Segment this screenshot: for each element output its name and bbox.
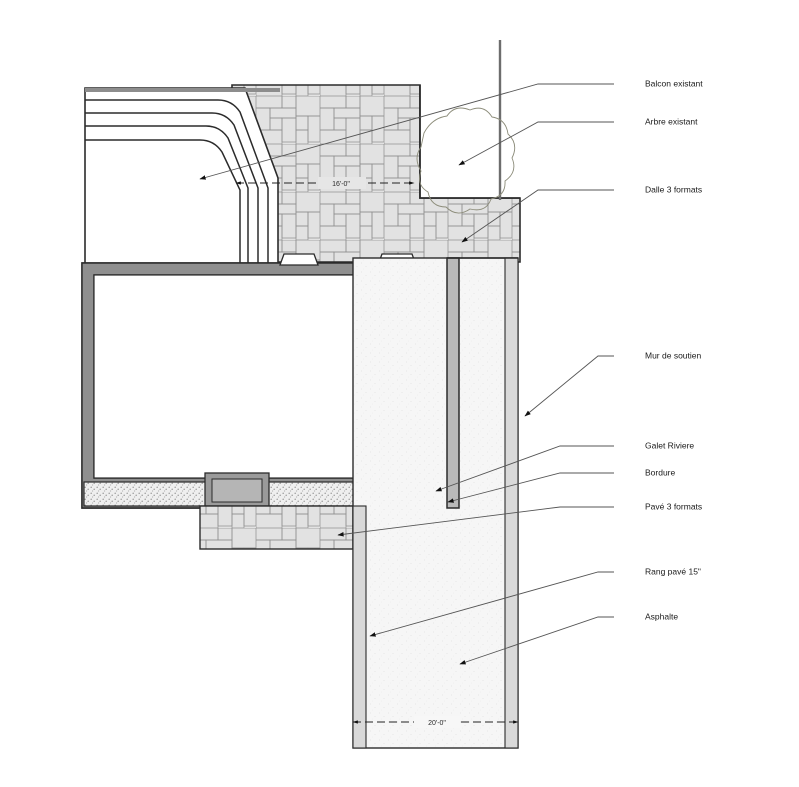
leader-arbre-existant — [458, 121, 614, 166]
tree-canopy — [416, 107, 516, 214]
retaining-wall — [446, 257, 518, 509]
dimension-16ft: 16'-0" — [235, 177, 415, 189]
label-mur-de-soutien: Mur de soutien — [645, 350, 701, 360]
paver-row-left — [352, 505, 367, 749]
dimension-16ft-label: 16'-0" — [332, 181, 350, 188]
leader-rang-pave-15 — [369, 571, 614, 637]
dimension-group: 16'-0" 20'-0" — [235, 177, 519, 728]
label-rang-pave-15: Rang pavé 15" — [645, 566, 701, 576]
balcony-stairs — [85, 99, 269, 268]
dimension-20ft: 20'-0" — [352, 716, 519, 728]
label-bordure: Bordure — [645, 467, 676, 477]
leader-balcon-existant — [199, 83, 614, 180]
balcony-structure — [84, 87, 280, 268]
annotation-labels: Balcon existant Arbre existant Dalle 3 f… — [645, 78, 703, 621]
label-balcon-existant: Balcon existant — [645, 78, 703, 88]
leader-mur-de-soutien — [524, 355, 614, 417]
label-pave-3-formats: Pavé 3 formats — [645, 501, 702, 511]
annotations-group — [199, 83, 614, 665]
pool-equipment-box — [204, 472, 270, 507]
leader-bordure — [447, 472, 614, 503]
leader-pave-3-formats — [337, 506, 614, 537]
leader-galet-riviere — [435, 445, 614, 492]
dimension-20ft-label: 20'-0" — [428, 720, 446, 727]
paver-row-right — [504, 257, 519, 749]
label-arbre-existant: Arbre existant — [645, 116, 698, 126]
label-asphalte: Asphalte — [645, 611, 678, 621]
label-dalle-3-formats: Dalle 3 formats — [645, 184, 702, 194]
driveway-asphalt — [352, 257, 519, 749]
leader-asphalte — [459, 616, 614, 665]
paver-area-lower — [199, 505, 354, 550]
label-galet-riviere: Galet Riviere — [645, 440, 694, 450]
leader-dalle-3-formats — [461, 189, 614, 243]
